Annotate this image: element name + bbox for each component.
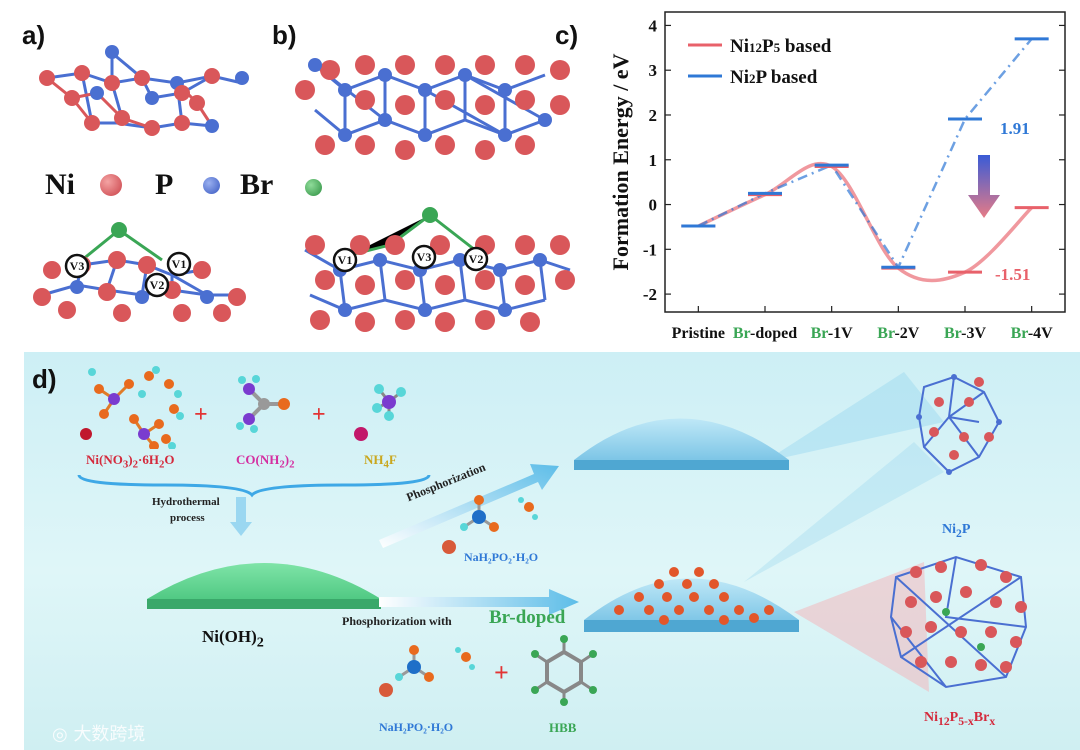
atom-legend-p-label: P	[155, 168, 174, 201]
nickel-phosphide-slab-top-a	[39, 45, 249, 136]
p-atom-swatch	[203, 177, 220, 194]
sodium-hypophosphite-molecule-icon-1	[442, 495, 538, 554]
br-doped-label: Br-doped	[489, 607, 566, 628]
annotation-ni2p-value: 1.91	[1000, 119, 1030, 138]
formation-energy-chart: -2 -1 0 1 2 3 4 Pristine Br-doped Br-1V Br-2V Br-3…	[608, 11, 1066, 342]
product-label-ni12p5br: Ni12P5-xBrx	[924, 710, 996, 728]
hydrothermal-label-line2: process	[170, 512, 205, 524]
reactant-brace	[77, 474, 431, 498]
ni2p-slab-top-b	[295, 55, 570, 160]
vacancy-label-a-1: V3	[70, 259, 85, 273]
energy-decrease-arrow	[968, 155, 1000, 218]
x-tick-label: Br-3V	[944, 325, 987, 342]
x-tick-label: Pristine	[672, 325, 725, 342]
ni12p5br-product-structure	[889, 555, 1028, 689]
atom-legend-ni-label: Ni	[45, 168, 75, 201]
hydrothermal-label-line1: Hydrothermal	[152, 496, 220, 508]
precursor-label: Ni(OH)2	[202, 627, 264, 651]
watermark-logo-icon: ◎	[52, 724, 74, 745]
product-label-ni2p: Ni2P	[942, 522, 971, 540]
y-tick-label: 1	[649, 151, 658, 170]
y-tick-label: 0	[649, 196, 658, 215]
vacancy-label-b-2: V3	[417, 250, 432, 264]
phosphorization-arrow	[379, 464, 559, 548]
y-tick-label: 3	[649, 61, 658, 80]
y-tick-label: -1	[643, 240, 657, 259]
vacancy-label-b-1: V1	[338, 253, 353, 267]
x-tick-label: Br-doped	[733, 325, 797, 342]
ammonium-fluoride-molecule-icon	[354, 384, 406, 441]
series-curve-ni2p	[697, 38, 1033, 270]
sodium-hypophosphite-molecule-icon-2	[379, 645, 475, 697]
br-doped-slab-b: V1 V3 V2	[304, 207, 575, 332]
vacancy-label-b-3: V2	[469, 252, 484, 266]
br-atom-swatch	[305, 179, 322, 196]
light-beams	[744, 372, 944, 692]
ni12p5br-product-slab	[584, 567, 799, 632]
vacancy-label-a-3: V2	[150, 278, 165, 292]
reagent-label-2: NaH₂PO₂·H₂O	[379, 720, 454, 734]
y-tick-label: 4	[649, 16, 658, 35]
legend-text-ni12p5: Ni12P5 based	[730, 36, 832, 57]
nickel-hydroxide-slab	[147, 563, 381, 609]
y-axis-label: Formation Energy / eV	[608, 53, 633, 270]
urea-molecule-icon	[236, 375, 290, 433]
ni2p-product-slab	[574, 418, 789, 470]
reagent-label-1: NaH₂PO₂·H₂O	[464, 550, 539, 564]
br-doped-slab-a: V3 V1 V2	[33, 222, 246, 322]
y-tick-label: 2	[649, 106, 658, 125]
nickel-nitrate-molecule-icon	[80, 366, 184, 449]
atom-legend-br-label: Br	[240, 168, 274, 201]
x-tick-label: Br-4V	[1011, 325, 1054, 342]
hydrothermal-arrow	[230, 497, 252, 536]
panel-label-c: c)	[555, 20, 579, 50]
plus-sign-2: +	[312, 402, 326, 428]
panel-label-d: d)	[32, 364, 57, 394]
reactant-label-urea: CO(NH2)2	[236, 452, 295, 471]
panel-label-a: a)	[22, 20, 46, 50]
legend-text-ni2p: Ni2P based	[730, 67, 818, 88]
hbb-molecule-icon	[531, 635, 597, 706]
vacancy-label-a-2: V1	[172, 257, 187, 271]
chart-frame	[664, 11, 1066, 313]
annotation-ni12p5-value: -1.51	[995, 265, 1030, 284]
ni2p-product-structure	[916, 374, 1002, 475]
x-tick-label: Br-1V	[811, 325, 854, 342]
panel-label-b: b)	[272, 20, 297, 50]
y-tick-label: -2	[643, 285, 657, 304]
ni-atom-swatch	[100, 174, 122, 196]
synthesis-scheme-panel: d) + + Ni(NO3)2·6H2O CO(NH2)2 NH4F Hydro…	[24, 352, 1080, 750]
reactant-label-nickel-nitrate: Ni(NO3)2·6H2O	[86, 452, 175, 471]
x-tick-label: Br-2V	[877, 325, 920, 342]
phosphorization-br-arrow	[379, 589, 579, 615]
watermark: ◎ 大数跨境	[52, 724, 146, 745]
plus-sign-3: +	[494, 658, 509, 687]
hbb-label: HBB	[549, 720, 577, 735]
reactant-label-ammonium-fluoride: NH4F	[364, 452, 397, 471]
phosphorization-with-label: Phosphorization with	[342, 614, 452, 628]
plus-sign-1: +	[194, 402, 208, 428]
